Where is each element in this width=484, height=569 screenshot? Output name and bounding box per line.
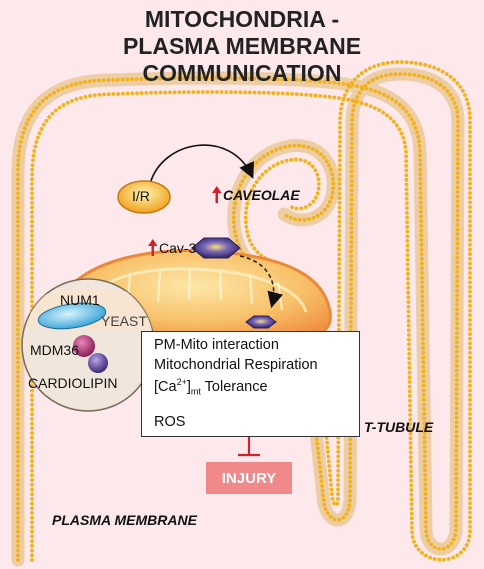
num1-label: NUM1 (60, 292, 100, 308)
ir-label: I/R (132, 188, 150, 204)
effect-calcium-tolerance: [Ca2+]mt Tolerance (154, 377, 268, 397)
yeast-label: YEAST (101, 313, 147, 329)
cardiolipin-molecule (88, 353, 108, 373)
cav3-up-arrow (148, 239, 158, 256)
t-tubule-label: T-TUBULE (364, 419, 434, 435)
effect-pm-mito-interaction: PM-Mito interaction (154, 337, 279, 353)
membrane-outer-leaflet (16, 72, 460, 562)
inhibition-line (238, 437, 260, 457)
tolerance-word: Tolerance (204, 378, 268, 395)
ir-arrow (149, 144, 254, 185)
cav3-translocation-arrow (239, 255, 283, 309)
cav3-protein-membrane (191, 237, 241, 259)
caveolae-up-arrow (212, 186, 222, 203)
cav3-protein-mito (245, 315, 277, 329)
ca-subscript: mt (190, 386, 201, 397)
membrane-inner-leaflet (30, 60, 472, 562)
ca-bracket: [Ca (154, 378, 177, 395)
cav3-label: Cav-3 (159, 240, 197, 256)
num1-protein (37, 302, 107, 330)
caveolae-label: CAVEOLAE (223, 187, 300, 203)
effects-box: PM-Mito interaction Mitochondrial Respir… (141, 331, 360, 437)
effect-ros: ROS (154, 414, 186, 430)
title-line-2: PLASMA MEMBRANE (122, 33, 362, 59)
plasma-membrane-bilayer (11, 60, 472, 567)
ca-charge: 2+ (176, 377, 187, 387)
mdm36-label: MDM36 (30, 342, 80, 358)
title-line-1: MITOCHONDRIA - (144, 6, 340, 32)
effect-mitochondrial-respiration: Mitochondrial Respiration (154, 357, 318, 373)
yeast-zoom-circle (21, 278, 155, 412)
injury-box: INJURY (206, 462, 292, 494)
mdm36-protein (73, 335, 95, 357)
ir-oval (117, 180, 171, 214)
cardiolipin-label: CARDIOLIPIN (28, 375, 118, 391)
title-line-3: COMMUNICATION (142, 60, 342, 86)
plasma-membrane-label: PLASMA MEMBRANE (52, 512, 197, 528)
ca-bracket-close: ] (186, 378, 191, 395)
